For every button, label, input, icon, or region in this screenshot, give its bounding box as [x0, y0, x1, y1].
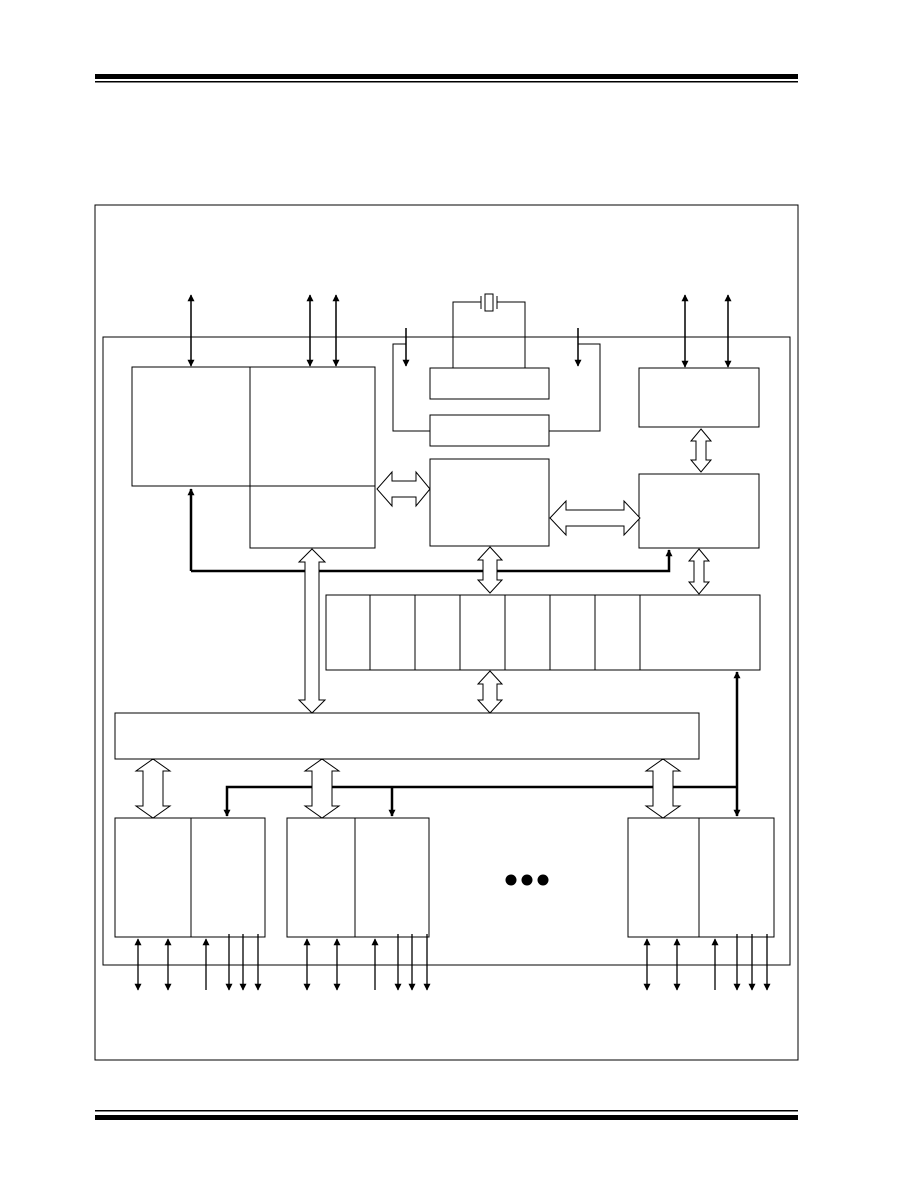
bus-arrow	[687, 548, 711, 595]
core-block	[429, 458, 550, 547]
module-pins	[134, 934, 771, 991]
crystal-icon	[484, 293, 494, 312]
crystal-leads	[452, 301, 526, 368]
bus-arrow	[689, 428, 713, 473]
clock-loop-left	[392, 343, 430, 432]
block-right-mid	[638, 473, 760, 549]
bus-arrow	[134, 758, 172, 819]
bus-arrow	[549, 499, 641, 537]
bus-arrows-vertical	[134, 428, 713, 819]
module-2	[286, 817, 430, 938]
clock-block	[429, 414, 550, 447]
block-left-a	[131, 366, 251, 487]
ellipsis-dots	[505, 874, 549, 886]
block-left-b	[249, 366, 376, 549]
bus-arrow	[476, 546, 504, 594]
control-line-top	[191, 549, 673, 573]
system-bus-bar	[114, 712, 700, 760]
oscillator-block	[429, 367, 550, 400]
module-n	[627, 817, 775, 938]
bus-arrow	[644, 758, 682, 819]
device-boundary	[102, 336, 791, 966]
clock-loop-right	[549, 343, 601, 432]
figure-frame	[94, 204, 799, 1061]
header-rule	[95, 74, 798, 83]
footer-rule	[95, 1110, 798, 1120]
bus-arrow	[476, 670, 504, 714]
bus-arrows-horizontal	[376, 470, 641, 537]
module-1	[114, 817, 266, 938]
register-row	[325, 594, 761, 671]
bus-arrow	[297, 548, 327, 714]
block-right-top	[638, 367, 760, 428]
control-line-bottom	[223, 785, 737, 817]
bus-arrow	[376, 470, 431, 508]
bus-arrow	[303, 758, 341, 819]
